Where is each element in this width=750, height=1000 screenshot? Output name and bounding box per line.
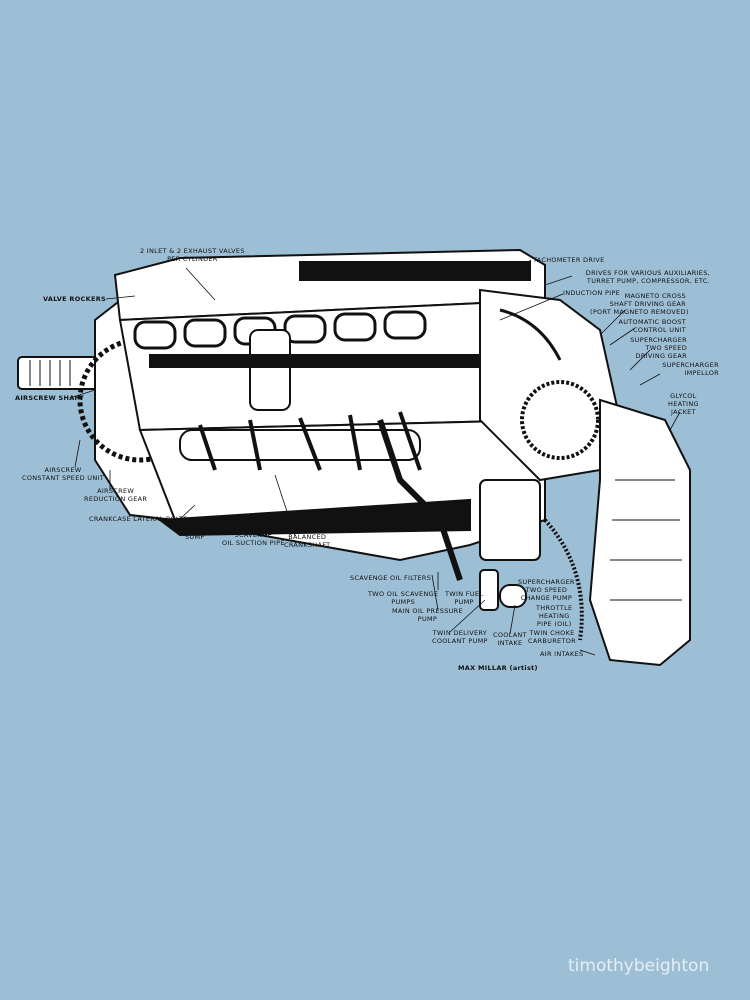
label-sc-driving-gear: SUPERCHARGER TWO SPEED DRIVING GEAR [630, 336, 687, 360]
label-oil-filters: SCAVENGE OIL FILTERS [350, 574, 432, 582]
watermark: timothybeighton [568, 956, 710, 976]
label-sump: SUMP [185, 533, 205, 541]
label-boost-control: AUTOMATIC BOOST CONTROL UNIT [618, 318, 686, 334]
label-auxiliaries: DRIVES FOR VARIOUS AUXILIARIES, TURRET P… [585, 269, 710, 285]
label-induction-pipe: INDUCTION PIPE [563, 289, 621, 297]
label-scavenge-pumps: TWO OIL SCAVENGE PUMPS [368, 590, 439, 606]
label-reduction-gear: AIRSCREW REDUCTION GEAR [84, 487, 148, 503]
label-pressure-pump: MAIN OIL PRESSURE PUMP [392, 607, 463, 623]
label-scavenge-pipe: SCAVENGE OIL SUCTION PIPE [222, 531, 285, 547]
label-magneto: MAGNETO CROSS SHAFT DRIVING GEAR (PORT M… [590, 292, 689, 316]
label-airscrew-shaft: AIRSCREW SHAFT [15, 394, 85, 402]
label-fuel-pump: TWIN FUEL PUMP [445, 590, 484, 606]
label-carburetor: TWIN CHOKE CARBURETOR [528, 629, 576, 645]
label-constant-speed-unit: AIRSCREW CONSTANT SPEED UNIT [22, 466, 104, 482]
crankshaft [179, 429, 421, 461]
label-throttle-pipe: THROTTLE HEATING PIPE (OIL) [536, 604, 573, 628]
coolant-intake [499, 584, 527, 608]
label-crankshaft: BALANCED CRANKSHAFT [284, 533, 331, 549]
sump [157, 498, 471, 537]
pump-cluster [479, 479, 541, 561]
label-glycol: GLYCOL HEATING JACKET [668, 392, 699, 416]
artist-credit: MAX MILLAR (artist) [458, 664, 538, 672]
label-coolant-intake: COOLANT INTAKE [493, 631, 527, 647]
piston [249, 329, 291, 411]
label-tachometer: TACHOMETER DRIVE [533, 256, 605, 264]
carburetor [588, 398, 691, 667]
label-impellor: SUPERCHARGER IMPELLOR [662, 361, 719, 377]
label-lateral-bolts: CRANKCASE LATERAL BOLTS [89, 515, 188, 523]
label-valve-rockers: VALVE ROCKERS [43, 295, 106, 303]
label-valves: 2 INLET & 2 EXHAUST VALVES PER CYLINDER [140, 247, 245, 263]
label-coolant-pump: TWIN DELIVERY COOLANT PUMP [432, 629, 488, 645]
label-sc-change-pump: SUPERCHARGER TWO SPEED CHANGE PUMP [518, 578, 575, 602]
label-air-intakes: AIR INTAKES [540, 650, 584, 658]
impellor [520, 380, 600, 460]
